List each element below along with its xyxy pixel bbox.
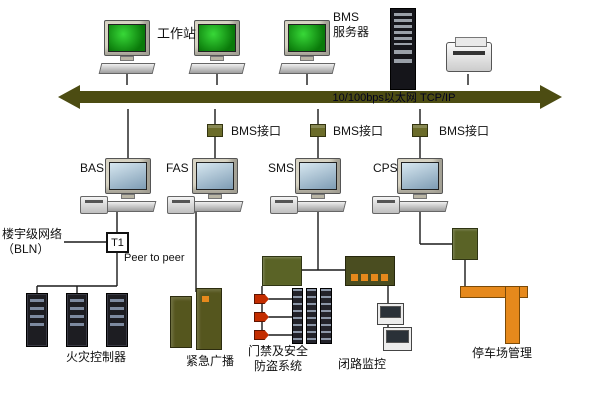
sms-workstation — [289, 158, 347, 212]
dvr-button — [371, 274, 378, 281]
bas-printer-icon — [80, 196, 108, 214]
bms-server-label: BMS 服务器 — [333, 10, 370, 39]
emergency-broadcast-unit-2 — [196, 288, 222, 350]
dvr-button — [361, 274, 368, 281]
keyboard-icon — [391, 201, 449, 212]
monitor-icon — [192, 158, 238, 194]
server-slot — [394, 50, 412, 54]
cctv-label: 闭路监控 — [338, 357, 387, 371]
bms-interface-label-2: BMS接口 — [333, 124, 384, 138]
workstation-computer-1 — [98, 20, 156, 74]
fire-controller-rack-3 — [106, 293, 128, 347]
monitor-stand — [208, 194, 222, 199]
crt-screen — [108, 24, 146, 52]
bms-interface-connector-3 — [412, 124, 428, 137]
network-printer-icon — [446, 37, 492, 72]
keyboard-icon — [289, 201, 347, 212]
crt-screen — [196, 162, 234, 190]
fire-controller-rack-1 — [26, 293, 48, 347]
indicator-led — [202, 296, 209, 302]
bms-interface-label-1: BMS接口 — [231, 124, 282, 138]
bln-label: 楼宇级网络 （BLN） — [2, 227, 63, 256]
workstation-computer-2 — [188, 20, 246, 74]
server-tower-icon — [390, 8, 416, 90]
monitor-icon — [194, 20, 240, 56]
fas-printer-icon — [167, 196, 195, 214]
cctv-monitor-screen — [386, 330, 409, 343]
sms-label: SMS — [268, 161, 295, 175]
fas-label: FAS — [166, 161, 189, 175]
workstation-label: 工作站 — [157, 26, 197, 41]
access-terminal-1 — [254, 294, 269, 304]
fas-workstation — [186, 158, 244, 212]
crt-screen — [401, 162, 439, 190]
monitor-icon — [105, 158, 151, 194]
monitor-stand — [121, 194, 135, 199]
parking-barrier-post — [505, 286, 520, 344]
parking-controller-box — [452, 228, 478, 260]
server-vents — [394, 13, 412, 45]
security-panel-2 — [306, 288, 317, 344]
monitor-icon — [104, 20, 150, 56]
monitor-stand — [413, 194, 427, 199]
crt-screen — [109, 162, 147, 190]
monitor-icon — [397, 158, 443, 194]
fire-controller-rack-2 — [66, 293, 88, 347]
emergency-broadcast-unit-1 — [170, 296, 192, 348]
bms-server-computer — [278, 20, 336, 74]
keyboard-icon — [186, 201, 244, 212]
crt-screen — [288, 24, 326, 52]
cctv-dvr — [345, 256, 395, 286]
security-panel-3 — [320, 288, 332, 344]
bas-label: BAS — [80, 161, 105, 175]
dvr-button — [351, 274, 358, 281]
access-terminal-2 — [254, 312, 269, 322]
monitor-stand — [210, 56, 224, 61]
monitor-stand — [300, 56, 314, 61]
monitor-stand — [311, 194, 325, 199]
bms-interface-connector-2 — [310, 124, 326, 137]
access-control-box — [262, 256, 302, 286]
sms-printer-icon — [270, 196, 298, 214]
monitor-icon — [284, 20, 330, 56]
ethernet-bus-label: 10/100bps以太网 TCP/IP — [332, 92, 456, 104]
access-security-label: 门禁及安全 防盗系统 — [247, 344, 308, 373]
security-panel-1 — [292, 288, 303, 344]
keyboard-icon — [188, 63, 246, 74]
cctv-monitor-1 — [377, 303, 404, 325]
cps-workstation — [391, 158, 449, 212]
cctv-monitor-screen — [380, 306, 401, 318]
keyboard-icon — [278, 63, 336, 74]
cps-label: CPS — [373, 161, 398, 175]
keyboard-icon — [98, 63, 156, 74]
emergency-broadcast-label: 紧急广播 — [186, 354, 235, 368]
access-terminal-3 — [254, 330, 269, 340]
crt-screen — [198, 24, 236, 52]
bms-interface-connector-1 — [207, 124, 223, 137]
keyboard-icon — [99, 201, 157, 212]
crt-screen — [299, 162, 337, 190]
monitor-icon — [295, 158, 341, 194]
dvr-button — [381, 274, 388, 281]
parking-label: 停车场管理 — [472, 346, 533, 360]
fire-controller-label: 火灾控制器 — [66, 350, 127, 364]
monitor-stand — [120, 56, 134, 61]
bas-workstation — [99, 158, 157, 212]
cps-printer-icon — [372, 196, 400, 214]
t1-node: T1 — [106, 232, 129, 253]
cctv-monitor-2 — [383, 327, 412, 351]
ethernet-bus — [58, 85, 562, 109]
peer-to-peer-label: Peer to peer — [124, 252, 185, 264]
server-slot — [394, 59, 412, 63]
bms-interface-label-3: BMS接口 — [439, 124, 490, 138]
